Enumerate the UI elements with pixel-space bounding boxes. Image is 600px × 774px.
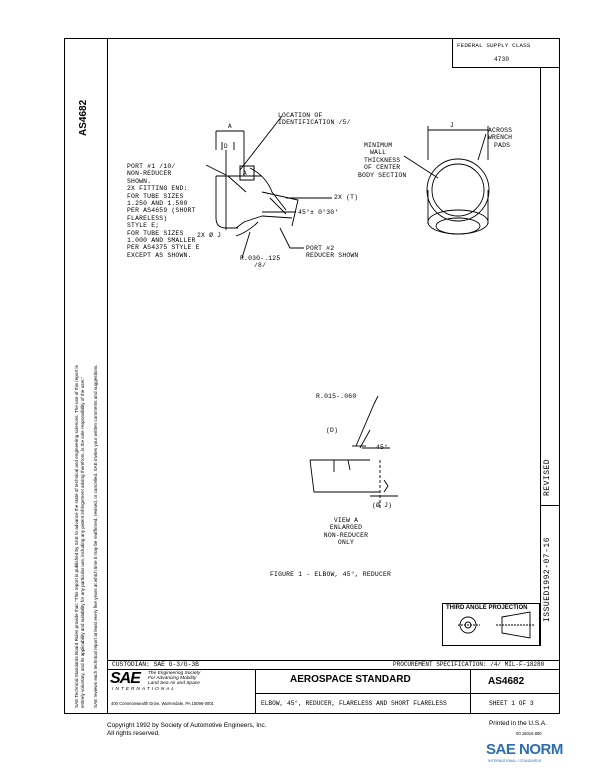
- port1-note-line: EXCEPT AS SHOWN.: [127, 251, 192, 259]
- custodian-label: CUSTODIAN: SAE G-3/G-3B: [112, 661, 199, 668]
- drawing-sheet-border: [64, 38, 560, 714]
- port2-note-line: REDUCER SHOWN: [306, 252, 359, 260]
- wrench-note-line: WRENCH: [488, 134, 513, 142]
- revision-divider: [540, 505, 560, 506]
- port1-note-line: STYLE E;: [127, 222, 160, 230]
- federal-supply-class-box: [452, 38, 560, 68]
- view-d-label: (D): [326, 427, 339, 434]
- standard-type: AEROSPACE STANDARD: [290, 674, 411, 685]
- wrench-note-line: ACROSS: [488, 127, 513, 134]
- title-block-vline-1: [255, 669, 256, 714]
- view-a-marker: A: [243, 170, 247, 177]
- document-title: ELBOW, 45°, REDUCER, FLARELESS AND SHORT…: [261, 700, 447, 707]
- sae-tagline: The Engineering Society For Advancing Mo…: [112, 671, 201, 692]
- third-angle-projection-box: [442, 603, 540, 646]
- min-wall-note: MINIMUM WALL THICKNESS OF CENTER BODY SE…: [358, 142, 406, 179]
- location-note: LOCATION OF IDENTIFICATION /5/: [278, 112, 351, 127]
- title-block-line-3: [255, 693, 560, 694]
- third-angle-projection-label: THIRD ANGLE PROJECTION: [446, 605, 528, 611]
- figure-caption: FIGURE 1 - ELBOW, 45°, REDUCER: [270, 571, 392, 578]
- location-note-line: IDENTIFICATION /5/: [278, 119, 351, 127]
- port2-note: PORT #2 REDUCER SHOWN: [306, 245, 358, 260]
- view-a-caption: VIEW A ENLARGED NON-REDUCER ONLY: [306, 517, 386, 547]
- port1-note: PORT #1 /10/ NON-REDUCER SHOWN. 2X FITTI…: [127, 163, 200, 259]
- view-caption-line: NON-REDUCER: [323, 531, 369, 539]
- two-x-t-label: 2X (T): [334, 194, 359, 201]
- min-wall-note-line: WALL: [370, 149, 387, 157]
- view-caption-line: VIEW A: [333, 517, 359, 524]
- location-note-line: LOCATION OF: [278, 112, 323, 119]
- procurement-spec: PROCUREMENT SPECIFICATION: /4/ MIL-F-182…: [393, 661, 545, 668]
- sheet-number: SHEET 1 OF 3: [489, 700, 534, 707]
- sae-logo: SAE: [110, 670, 141, 687]
- view-phi-j-label: (Ø J): [372, 502, 393, 509]
- printed-in: Printed in the U.S.A.: [489, 720, 547, 727]
- dim-d-label: D: [224, 143, 228, 150]
- sae-tagline-line: Land Sea Air and Space: [148, 681, 200, 687]
- angle-note: 45°± 0°30': [298, 209, 339, 216]
- sae-tagline-line: For Advancing Mobility: [148, 676, 197, 682]
- view-radius-note: R.015-.060: [316, 393, 357, 400]
- copyright-line: Copyright 1992 by Society of Automotive …: [107, 722, 267, 729]
- wrench-note: ACROSS WRENCH PADS: [488, 127, 512, 149]
- copyright: Copyright 1992 by Society of Automotive …: [107, 722, 267, 738]
- radius-note-line: /8/: [254, 262, 267, 270]
- view-caption-line: ONLY: [337, 539, 355, 547]
- min-wall-note-line: BODY SECTION: [358, 171, 407, 179]
- port1-note-line: 2X FITTING END:: [127, 185, 188, 193]
- min-wall-note-line: OF CENTER: [364, 164, 401, 172]
- printed-code: 00 15016 850: [516, 731, 542, 736]
- port1-note-line: FLARELESS): [127, 214, 168, 222]
- sae-tagline-line: The Engineering Society: [148, 671, 201, 676]
- dim-j-label: J: [450, 122, 454, 129]
- sae-norm-watermark-sub: INTERNATIONAL / STANDARDS: [488, 759, 542, 763]
- radius-note-line: R.030-.125: [240, 255, 281, 262]
- port1-note-line: PER AS4659 (SHORT: [127, 207, 196, 215]
- dim-a-label: A: [228, 123, 232, 130]
- sae-address: 400 Commonwealth Drive, Warrendale, PA 1…: [111, 701, 214, 706]
- wrench-note-line: PADS: [494, 141, 511, 149]
- port1-note-line: SHOWN.: [127, 177, 152, 185]
- port1-note-line: FOR TUBE SIZES: [127, 229, 184, 237]
- min-wall-note-line: MINIMUM: [364, 142, 393, 149]
- title-block-vline-2: [470, 669, 471, 714]
- title-doc-number: AS4682: [488, 676, 525, 687]
- view-angle-label: 45°: [376, 444, 389, 451]
- revision-column-line: [540, 68, 541, 646]
- port1-note-line: FOR TUBE SIZES: [127, 192, 184, 200]
- federal-supply-class-label: FEDERAL SUPPLY CLASS: [457, 42, 531, 49]
- radius-note: R.030-.125 /8/: [240, 255, 280, 270]
- port2-note-line: PORT #2: [306, 245, 335, 252]
- port1-note-line: PORT #1 /10/: [127, 163, 176, 170]
- port1-note-line: PER AS4375 STYLE E: [127, 244, 200, 252]
- watermark-text: SAE NORM: [486, 741, 563, 758]
- title-block-top-line: [107, 660, 560, 661]
- sae-norm-watermark: SAE NORM: [486, 741, 563, 758]
- two-x-phi-j-label: 2X Ø J: [197, 232, 222, 239]
- view-caption-line: ENLARGED: [329, 524, 363, 532]
- port1-note-line: NON-REDUCER: [127, 170, 172, 178]
- port1-note-line: 1.000 AND SMALLER: [127, 237, 196, 245]
- federal-supply-class-value: 4730: [494, 56, 510, 63]
- copyright-line: All rights reserved.: [107, 730, 160, 737]
- title-block-line-2: [107, 669, 560, 670]
- port1-note-line: 1.250 AND 1.500: [127, 200, 188, 208]
- sidebar-separator: [107, 38, 108, 714]
- sae-tagline-line: INTERNATIONAL: [112, 686, 177, 692]
- min-wall-note-line: THICKNESS: [364, 156, 401, 164]
